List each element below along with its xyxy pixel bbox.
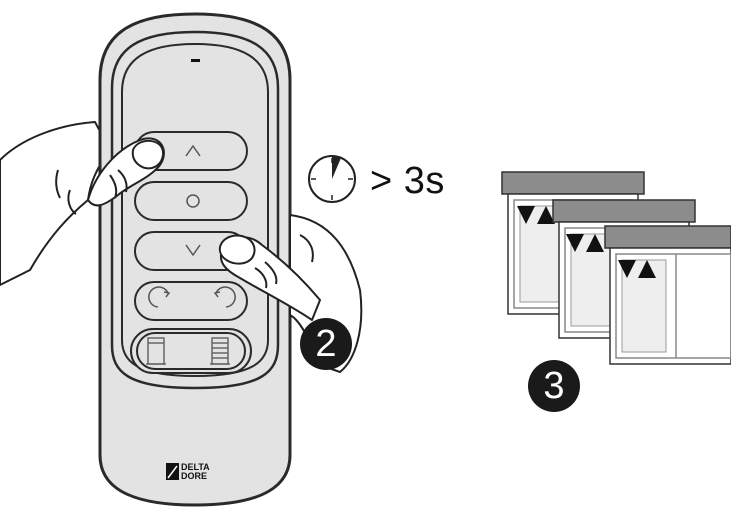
left-hand <box>0 121 111 286</box>
step-2-badge: 2 <box>300 318 352 370</box>
brand-name-line2: DORE <box>181 471 208 481</box>
shutter-closed-icon <box>210 337 230 365</box>
down-arrow-icon <box>618 260 636 278</box>
rotate-right-icon <box>215 286 236 308</box>
clock-icon <box>308 155 356 203</box>
stop-button[interactable] <box>134 181 248 221</box>
duration-label: > 3s <box>370 160 445 202</box>
shutter-button-row-outer <box>130 328 252 374</box>
down-arrow-icon <box>185 244 201 257</box>
up-arrow-icon <box>537 206 555 224</box>
led-indicator <box>191 59 200 62</box>
stop-circle-icon <box>186 194 200 208</box>
remote-control <box>98 12 292 507</box>
shutter-button-row <box>136 332 246 370</box>
left-thumb <box>87 137 165 207</box>
down-arrow-icon <box>517 206 535 224</box>
rotate-right-button[interactable] <box>213 286 236 308</box>
down-arrow-icon <box>566 234 584 252</box>
remote-faceplate-outer <box>110 30 280 390</box>
brand-name-line1: DELTA <box>181 462 210 472</box>
shutter-open-icon <box>146 337 166 365</box>
up-arrow-icon <box>638 260 656 278</box>
up-arrow-icon <box>586 234 604 252</box>
shutter-closed-button[interactable] <box>210 337 230 365</box>
right-thumb <box>218 234 321 321</box>
window-front <box>604 225 731 365</box>
rotate-left-icon <box>148 286 169 308</box>
delta-dore-logo <box>166 463 179 480</box>
rotate-left-button[interactable] <box>148 286 171 308</box>
step-3-badge: 3 <box>528 360 580 412</box>
up-arrow-icon <box>185 144 201 157</box>
shutter-open-button[interactable] <box>146 337 166 365</box>
